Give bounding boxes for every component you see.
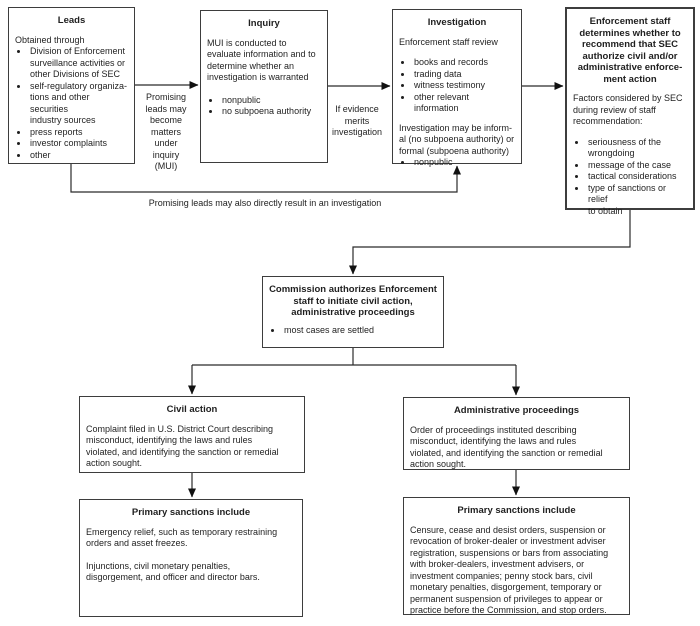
box-sanctions-admin: Primary sanctions include Censure, cease… <box>403 497 630 615</box>
list-item: trading data <box>413 69 515 81</box>
box-commission: Commission authorizes Enforcement staff … <box>262 276 444 348</box>
box-administrative-body: Order of proceedings instituted describi… <box>410 424 603 470</box>
list-item: self-regulatory organiza- tions and othe… <box>29 81 128 127</box>
arrow-leads-to-investigation-bypass <box>70 164 461 193</box>
box-civil-action: Civil action Complaint filed in U.S. Dis… <box>79 396 305 473</box>
box-commission-list: most cases are settled <box>269 325 437 337</box>
list-item: nonpublic <box>413 157 515 169</box>
box-inquiry-list: nonpublic no subpoena authority <box>207 95 321 118</box>
box-leads-intro: Obtained through <box>15 34 85 45</box>
list-item: type of sanctions or relief to obtain <box>587 183 687 218</box>
label-inquiry-to-investigation: If evidence merits investigation <box>331 104 383 137</box>
box-sanctions-admin-title: Primary sanctions include <box>457 505 576 516</box>
list-item: witness testimony <box>413 80 515 92</box>
list-item: Division of Enforcement surveillance act… <box>29 46 128 81</box>
list-item: no subpoena authority <box>221 106 321 118</box>
box-leads: Leads Obtained through Division of Enfor… <box>8 7 135 164</box>
list-item: nonpublic <box>221 95 321 107</box>
box-inquiry: Inquiry MUI is conducted to evaluate inf… <box>200 10 328 163</box>
box-investigation-intro: Enforcement staff review <box>399 36 498 47</box>
box-administrative-title: Administrative proceedings <box>453 405 580 416</box>
list-item: tactical considerations <box>587 171 687 183</box>
list-item: investor complaints <box>29 138 128 150</box>
list-item: seriousness of the wrongdoing <box>587 137 687 160</box>
box-sanctions-admin-body: Censure, cease and desist orders, suspen… <box>410 524 609 616</box>
list-item: press reports <box>29 127 128 139</box>
box-civil-action-title: Civil action <box>166 404 218 415</box>
box-investigation-list2: nonpublic <box>399 157 515 169</box>
list-item: other <box>29 150 128 162</box>
box-enforcement-title: Enforcement staff determines whether to … <box>577 16 683 85</box>
box-leads-list: Division of Enforcement surveillance act… <box>15 46 128 161</box>
box-leads-title: Leads <box>57 15 86 26</box>
box-administrative: Administrative proceedings Order of proc… <box>403 397 630 470</box>
box-investigation-list: books and records trading data witness t… <box>399 57 515 115</box>
box-sanctions-civil-body1: Emergency relief, such as temporary rest… <box>86 526 278 549</box>
box-inquiry-body: MUI is conducted to evaluate information… <box>207 37 316 83</box>
box-civil-action-body: Complaint filed in U.S. District Court d… <box>86 423 279 469</box>
list-item: most cases are settled <box>283 325 437 337</box>
box-sanctions-civil: Primary sanctions include Emergency reli… <box>79 499 303 617</box>
box-enforcement-list: seriousness of the wrongdoing message of… <box>573 137 687 218</box>
box-sanctions-civil-title: Primary sanctions include <box>131 507 251 518</box>
list-item: message of the case <box>587 160 687 172</box>
list-item: other relevant information <box>413 92 515 115</box>
box-investigation-title: Investigation <box>427 17 487 28</box>
box-inquiry-title: Inquiry <box>248 18 280 29</box>
label-leads-to-inquiry: Promising leads may become matters under… <box>145 92 187 171</box>
box-enforcement-intro: Factors considered by SEC during review … <box>573 93 683 126</box>
arrow-enforcement-to-commission <box>349 210 631 275</box>
box-commission-title: Commission authorizes Enforcement staff … <box>269 284 437 318</box>
box-sanctions-civil-body2: Injunctions, civil monetary penalties, d… <box>86 560 260 583</box>
label-leads-to-investigation: Promising leads may also directly result… <box>148 198 382 208</box>
box-enforcement-staff: Enforcement staff determines whether to … <box>565 7 695 216</box>
list-item: books and records <box>413 57 515 69</box>
box-investigation-body: Investigation may be inform- al (no subp… <box>399 122 515 156</box>
box-investigation: Investigation Enforcement staff review b… <box>392 9 522 167</box>
